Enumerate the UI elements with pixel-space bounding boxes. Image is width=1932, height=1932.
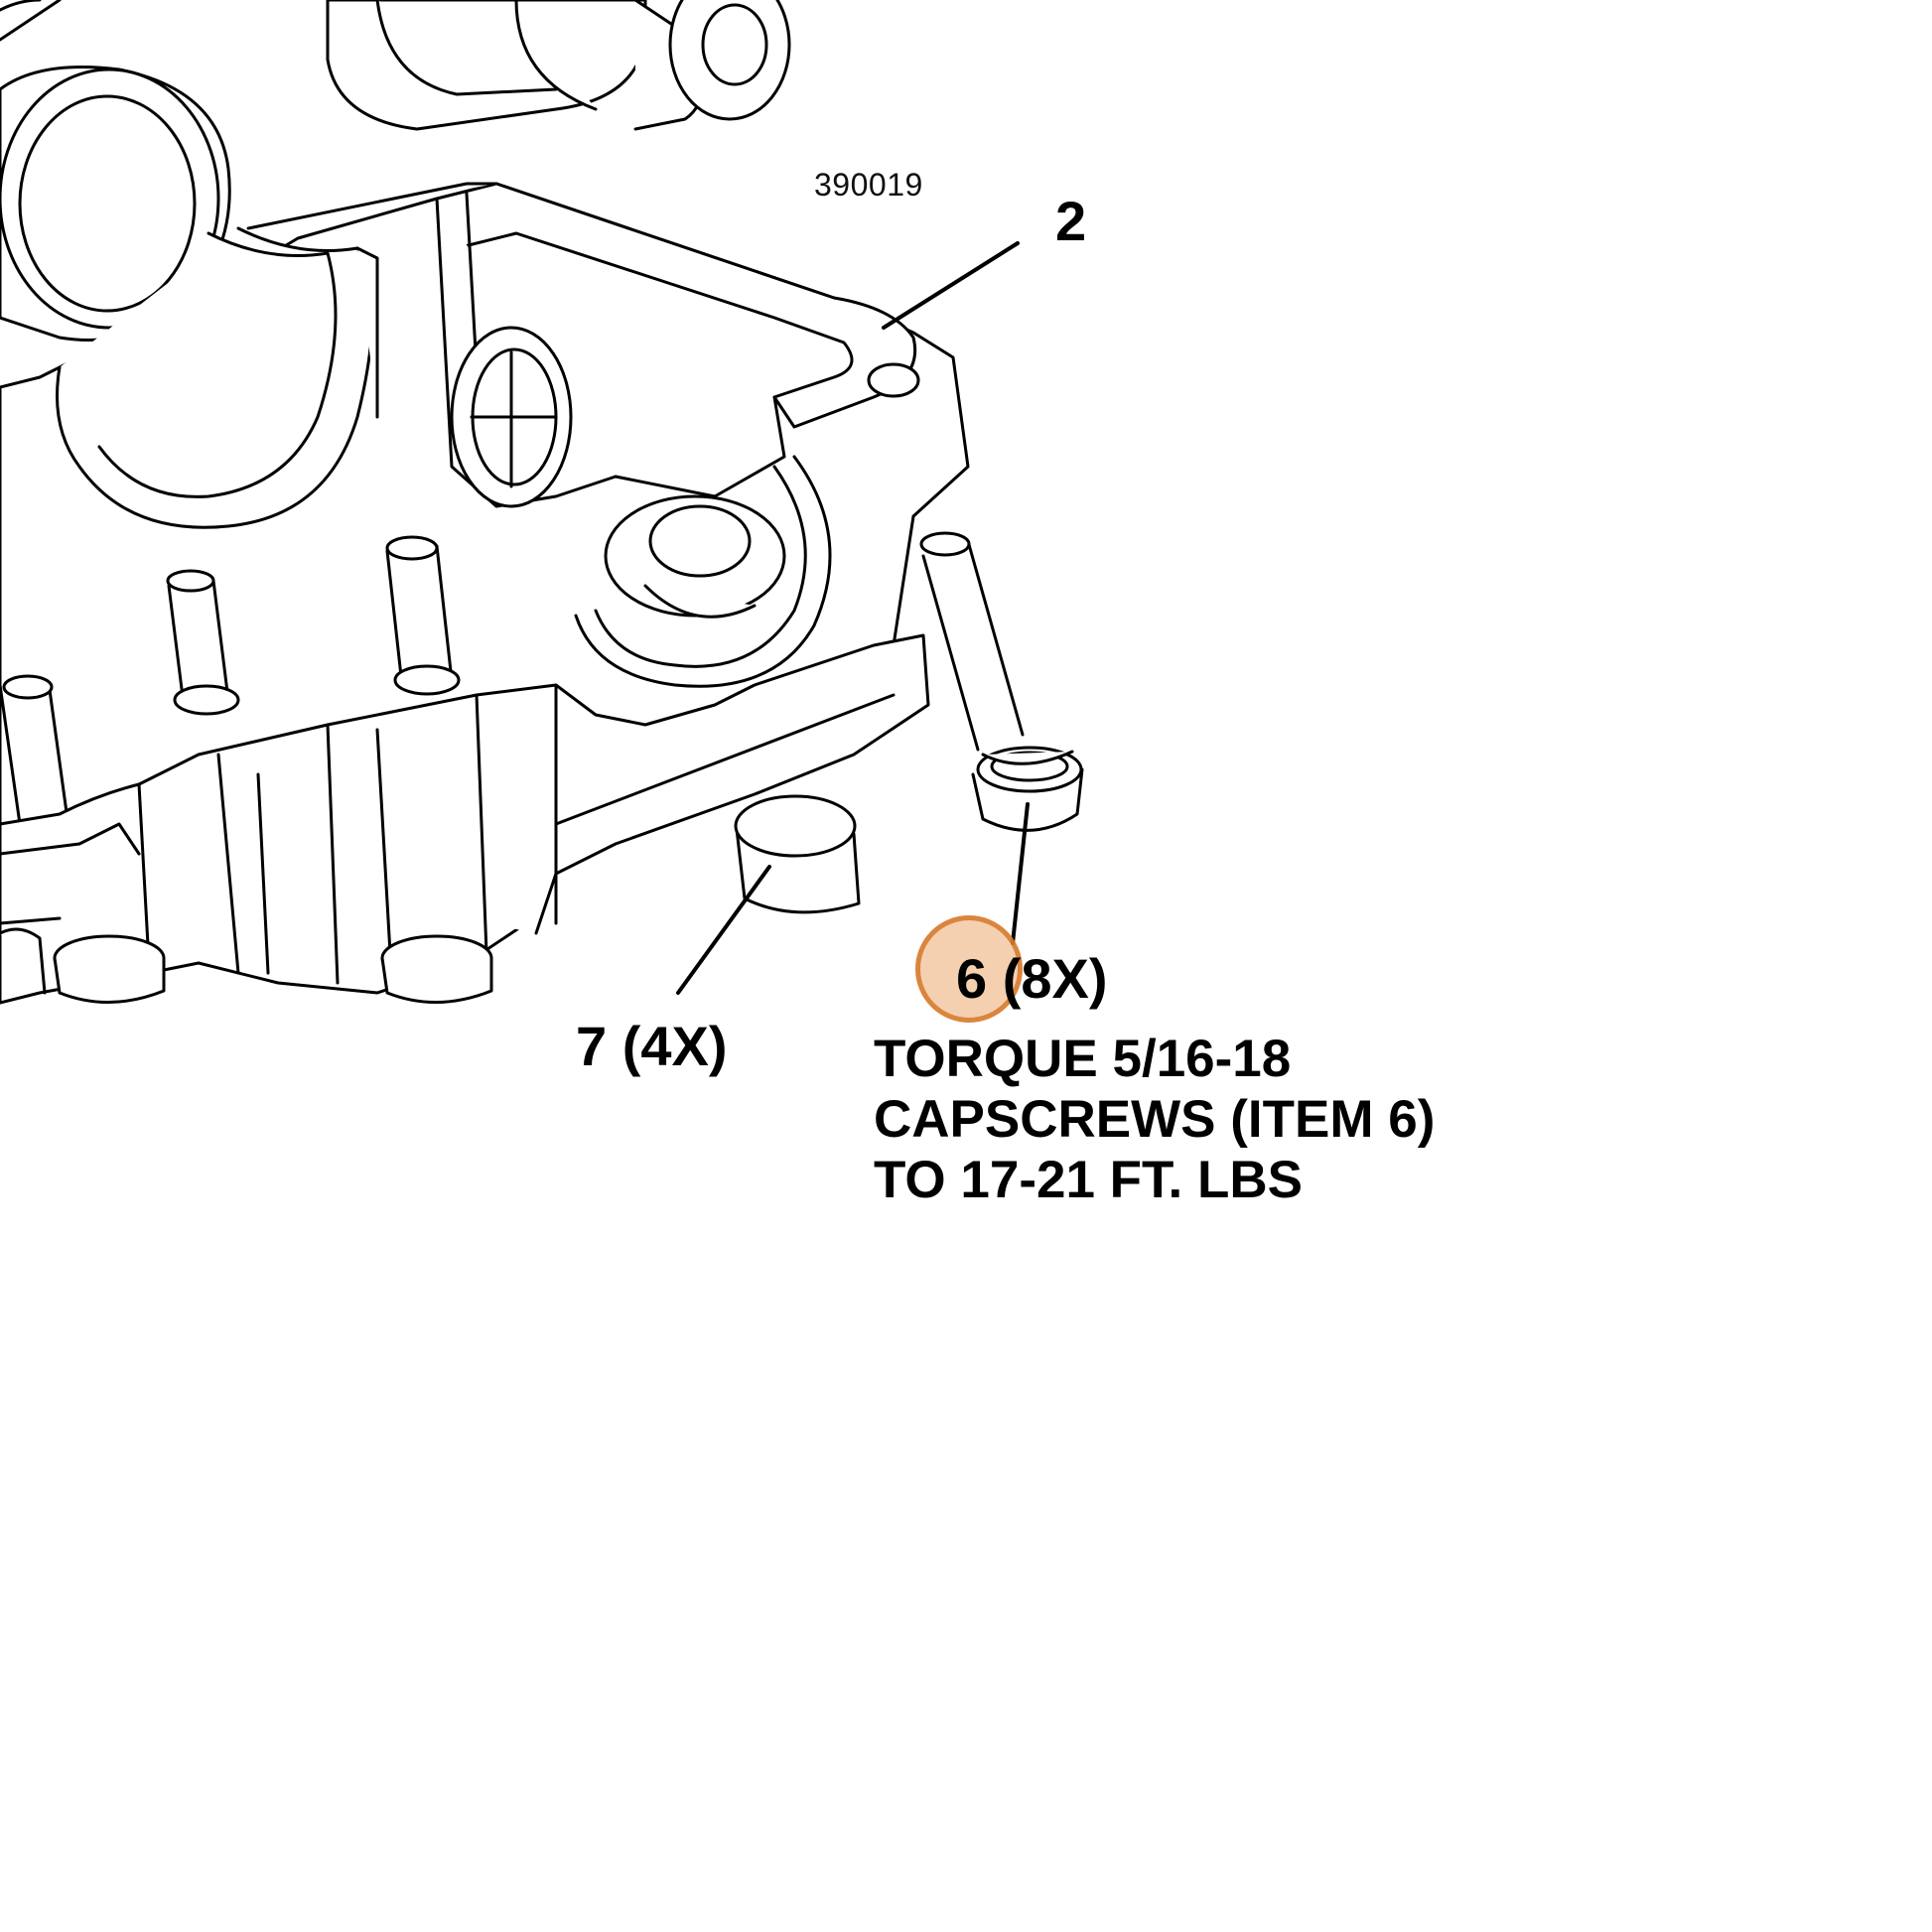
leader-item-7 bbox=[676, 865, 771, 995]
lower-flange bbox=[0, 633, 930, 1005]
stud bbox=[385, 535, 461, 696]
right-cradle bbox=[574, 455, 832, 688]
torque-note: TORQUE 5/16-18 CAPSCREWS (ITEM 6) TO 17-… bbox=[874, 1029, 1435, 1210]
studs bbox=[0, 531, 1025, 836]
torque-note-line-2: CAPSCREWS (ITEM 6) bbox=[874, 1090, 1436, 1149]
torque-note-line-1: TORQUE 5/16-18 bbox=[874, 1030, 1292, 1088]
stud bbox=[166, 569, 240, 716]
callout-item-6: 6 (8X) bbox=[956, 947, 1108, 1010]
stud bbox=[919, 531, 1025, 752]
torque-note-line-3: TO 17-21 FT. LBS bbox=[874, 1151, 1303, 1209]
left-bore bbox=[0, 0, 231, 342]
drawing-number: 390019 bbox=[814, 167, 923, 203]
capscrew-item-6 bbox=[971, 746, 1084, 832]
callout-item-7: 7 (4X) bbox=[576, 1015, 728, 1077]
callout-item-2: 2 bbox=[1055, 190, 1087, 252]
bearing-cradle bbox=[56, 226, 379, 529]
top-pipe bbox=[326, 0, 791, 131]
leader-item-2 bbox=[882, 241, 1020, 330]
dowel-sleeve-item-7 bbox=[734, 794, 861, 914]
